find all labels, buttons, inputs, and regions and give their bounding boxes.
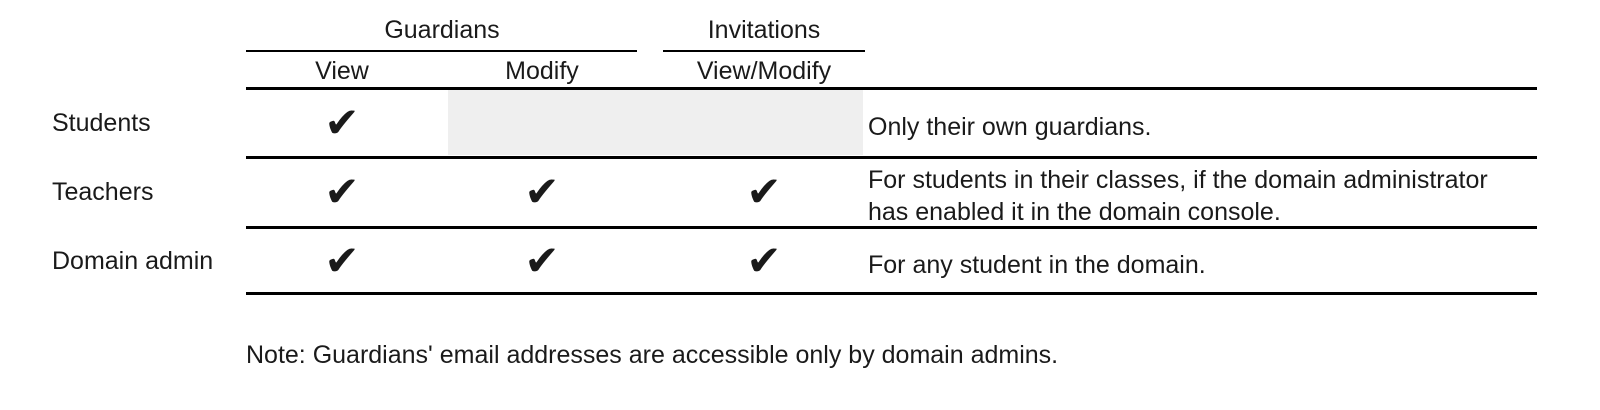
column-group-header-guardians: Guardians	[384, 16, 500, 44]
column-group-header-invitations: Invitations	[707, 16, 821, 44]
check-icon-teachers-guardians-modify: ✔	[524, 167, 560, 216]
row-note-teachers: For students in their classes, if the do…	[868, 166, 1488, 226]
check-icon-domain-admin-guardians-modify: ✔	[524, 236, 560, 285]
row-note-students: Only their own guardians.	[868, 113, 1152, 141]
column-header-view: View	[315, 57, 369, 85]
row-label-domain-admin: Domain admin	[52, 247, 214, 275]
shaded-cell-students-no-access	[448, 90, 863, 155]
check-icon-domain-admin-invitations-view-modify: ✔	[746, 236, 782, 285]
row-label-teachers: Teachers	[52, 178, 154, 206]
row-note-domain-admin: For any student in the domain.	[868, 251, 1206, 279]
check-icon-teachers-invitations-view-modify: ✔	[746, 167, 782, 216]
group-rule-invitations	[663, 50, 865, 52]
check-icon-teachers-guardians-view: ✔	[324, 167, 360, 216]
column-header-modify: Modify	[505, 57, 579, 85]
row-label-students: Students	[52, 109, 151, 137]
check-icon-domain-admin-guardians-view: ✔	[324, 236, 360, 285]
table-footnote: Note: Guardians' email addresses are acc…	[246, 341, 1059, 369]
check-icon-students-guardians-view: ✔	[324, 98, 360, 147]
group-rule-guardians	[246, 50, 637, 52]
column-header-view-modify: View/Modify	[696, 57, 832, 85]
header-bottom-rule	[246, 87, 1537, 90]
table-bottom-rule	[246, 292, 1537, 295]
row-rule-after-students	[246, 156, 1537, 159]
row-rule-after-teachers	[246, 226, 1537, 229]
